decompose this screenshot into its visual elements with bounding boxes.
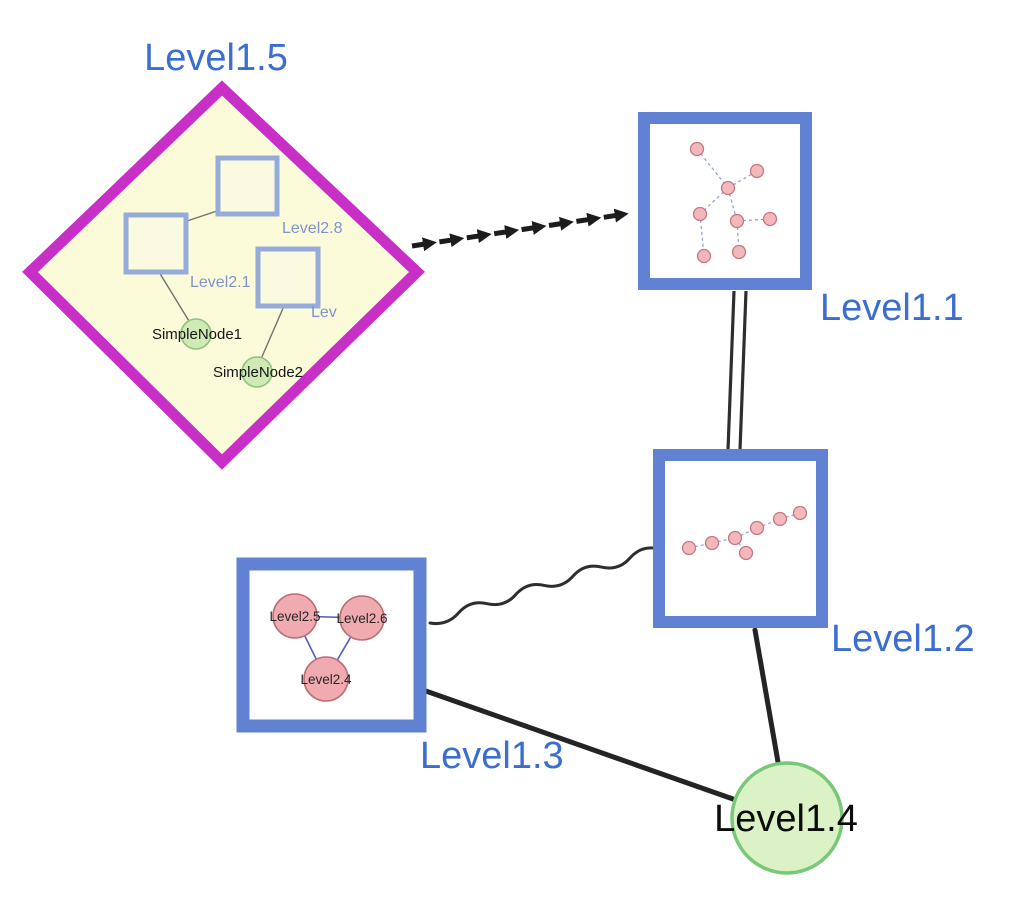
mini-node[interactable]	[772, 511, 788, 527]
mini-node[interactable]	[689, 141, 705, 157]
simple-node-1-label: SimpleNode1	[152, 326, 242, 343]
child-label-level2-5: Level2.5	[269, 609, 320, 624]
arrow-dash	[466, 229, 492, 244]
node-level1-5-group[interactable]: Level1.5 Level2.8 Level2.1 Lev SimpleNod…	[22, 37, 425, 470]
inner-label-lev-truncated: Lev	[311, 304, 337, 321]
edge-level15-to-level11-dashed-arrows[interactable]	[411, 208, 629, 252]
simple-node-2[interactable]	[241, 356, 273, 388]
simple-node-1[interactable]	[180, 318, 212, 350]
group-box-level1-1[interactable]	[638, 112, 812, 290]
simple-node-2-label: SimpleNode2	[213, 364, 303, 381]
arrow-dash	[493, 225, 520, 239]
arrow-dash	[439, 233, 465, 248]
edge-level13-to-level12-wavy[interactable]	[428, 546, 661, 625]
edge-level11-to-level12-double-line[interactable]	[726, 290, 748, 451]
mini-edge	[696, 148, 729, 189]
solid-line	[752, 627, 781, 765]
node-level1-3-group[interactable]: Level2.5 Level2.6 Level2.4 Level1.3	[236, 557, 564, 777]
inner-label-level2-8: Level2.8	[282, 220, 343, 237]
arrow-dash	[603, 208, 629, 223]
node-level1-4[interactable]: Level1.4	[714, 761, 858, 875]
circle-level1-4[interactable]	[730, 761, 844, 875]
diamond-shape-level1-5[interactable]	[22, 80, 425, 470]
arrow-dash	[521, 221, 547, 235]
mini-node[interactable]	[749, 163, 765, 179]
edge-level12-to-level14[interactable]	[752, 627, 781, 765]
mini-node[interactable]	[749, 520, 765, 536]
arrow-dash	[548, 216, 574, 231]
inner-square-lev[interactable]	[255, 246, 321, 309]
arrow-dash	[576, 212, 602, 227]
inner-label-level2-1: Level2.1	[190, 274, 251, 291]
mini-node[interactable]	[681, 540, 697, 556]
edge-level2-1-to-simplenode1	[158, 271, 190, 322]
edge-level13-to-level14[interactable]	[420, 687, 736, 802]
child-label-level2-6: Level2.6	[336, 611, 387, 626]
node-label-level1-2: Level1.2	[831, 618, 975, 660]
double-line-left	[726, 290, 736, 451]
edge-level2-8-to-level2-1	[183, 209, 221, 223]
node-label-level1-4: Level1.4	[714, 798, 858, 840]
child-label-level2-4: Level2.4	[300, 672, 352, 687]
solid-line	[420, 687, 736, 802]
child-node-level2-4[interactable]	[303, 656, 349, 702]
double-line-right	[738, 290, 748, 451]
node-level1-1-group[interactable]: Level1.1	[638, 112, 964, 329]
inner-square-level2-1[interactable]	[123, 212, 189, 275]
mini-node[interactable]	[762, 211, 778, 227]
arrow-dash	[411, 237, 437, 252]
mini-node[interactable]	[692, 206, 708, 222]
node-level1-2-group[interactable]: Level1.2	[653, 449, 975, 660]
group-box-level1-3[interactable]	[236, 557, 427, 733]
mini-node[interactable]	[727, 530, 743, 546]
mini-node[interactable]	[704, 535, 720, 551]
mini-node[interactable]	[729, 213, 745, 229]
mini-node[interactable]	[731, 244, 747, 260]
child-node-level2-5[interactable]	[272, 593, 318, 639]
mini-node[interactable]	[720, 180, 736, 196]
node-label-level1-5: Level1.5	[144, 37, 288, 79]
child-node-level2-6[interactable]	[339, 595, 385, 641]
inner-square-level2-8[interactable]	[215, 155, 280, 217]
mini-node[interactable]	[738, 545, 754, 561]
node-label-level1-1: Level1.1	[820, 287, 964, 329]
wavy-line	[428, 546, 661, 625]
node-label-level1-3: Level1.3	[420, 735, 564, 777]
edge-lev-to-simplenode2	[260, 305, 285, 360]
mini-node[interactable]	[696, 248, 712, 264]
mini-node[interactable]	[792, 505, 808, 521]
